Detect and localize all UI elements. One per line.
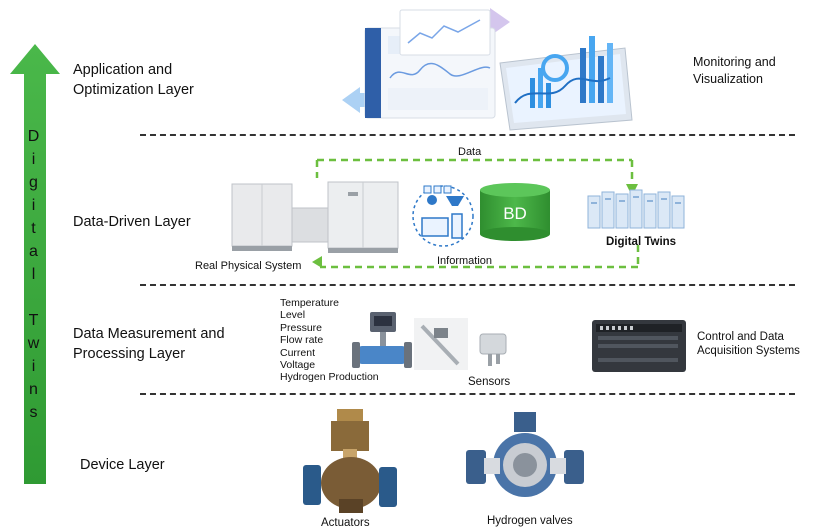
side-label-letter: t [31,220,37,237]
gas-sensor-illustration [476,330,510,370]
parameter-item: Current [280,346,316,359]
information-icon [410,180,476,252]
layer-title-application: Application and Optimization Layer [73,62,194,98]
side-label-letter: T [28,312,40,329]
parameter-item: Voltage [280,359,316,372]
hydrogen-valves-label: Hydrogen valves [487,515,573,527]
side-label-letter: i [31,151,37,168]
side-label-letter: w [27,335,41,352]
control-system-illustration [592,318,686,374]
side-label-letter: n [29,381,39,398]
probe-sensor-illustration [414,318,468,370]
side-label-letter: D [27,128,41,145]
flowmeter-illustration [352,308,412,374]
bd-label: BD [503,204,527,223]
data-label: Data [458,146,482,158]
side-label-letter: g [29,174,39,191]
bd-cylinder [478,182,552,242]
parameter-item: Flow rate [280,334,324,347]
digital-twins-arrow [8,44,62,484]
side-label-letter: l [31,266,37,283]
parameter-item: Temperature [280,297,339,309]
actuator-illustration [303,405,403,515]
side-label-letter: i [31,358,37,375]
layer-title-device: Device Layer [80,457,165,473]
layer-title-data-driven: Data-Driven Layer [73,214,191,230]
actuators-label: Actuators [321,517,370,529]
monitoring-label: Monitoring and Visualization [693,55,776,86]
real-physical-system-label: Real Physical System [195,260,302,272]
data-flow-loop [300,150,650,275]
divider-1 [140,134,795,136]
physical-system-illustration [228,178,408,258]
dashboard-illustration [340,8,640,133]
side-label-letter [20,286,48,309]
digital-twins-label: Digital Twins [606,236,677,248]
side-label-letter: i [31,197,37,214]
layer-title-measurement: Data Measurement and Processing Layer [73,326,225,362]
hydrogen-valve-illustration [466,410,584,510]
control-label: Control and Data Acquisition Systems [697,331,800,357]
side-label-letter: s [29,404,39,421]
divider-3 [140,393,795,395]
side-label-letter: a [29,243,39,260]
digital-twins-illustration [580,186,700,234]
divider-2 [140,284,795,286]
information-label: Information [437,255,493,267]
sensors-label: Sensors [468,376,511,388]
parameter-item: Level [280,309,306,322]
parameter-item: Hydrogen Production [280,371,379,384]
parameter-item: Pressure [280,321,323,334]
